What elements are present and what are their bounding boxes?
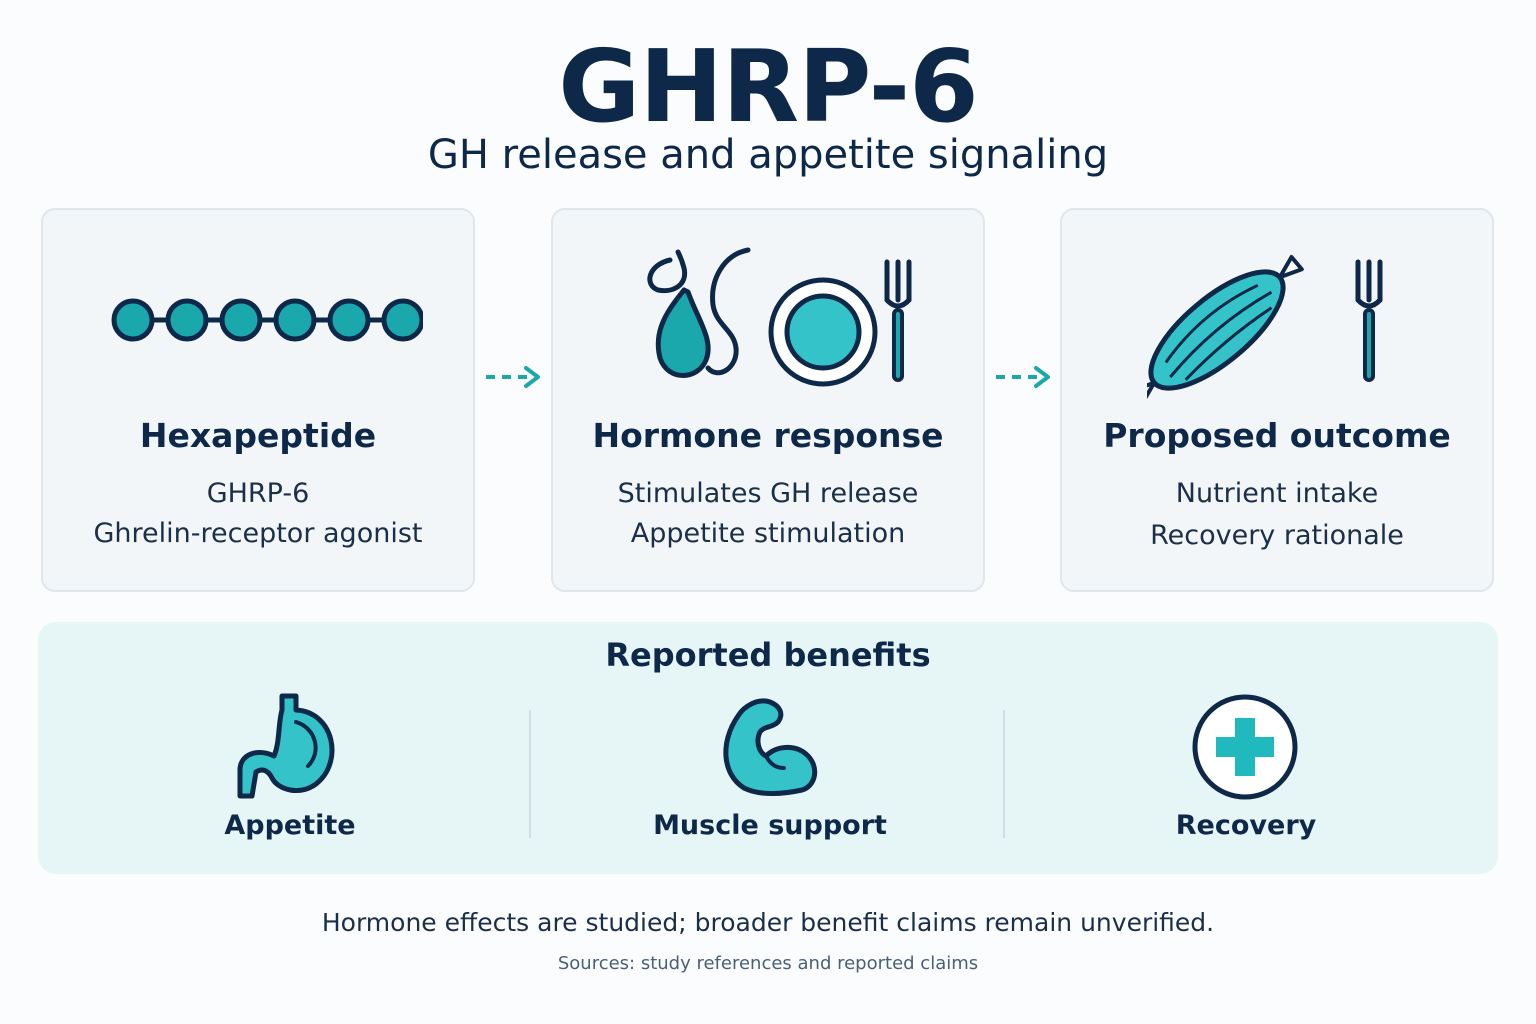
card-line: Nutrient intake bbox=[1175, 478, 1379, 509]
arrow-right-icon bbox=[994, 364, 1056, 394]
benefit-label-recovery: Recovery bbox=[1175, 810, 1317, 841]
reported-benefits-panel: Reported benefits Appetite Muscle suppor… bbox=[38, 622, 1498, 874]
page-subtitle: GH release and appetite signaling bbox=[427, 132, 1109, 178]
card-line: Recovery rationale bbox=[1150, 520, 1404, 551]
flexed-arm-icon bbox=[714, 692, 824, 806]
card-proposed-outcome: Proposed outcome Nutrient intake Recover… bbox=[1060, 208, 1494, 592]
sources-note: Sources: study references and reported c… bbox=[557, 953, 979, 974]
card-line: Stimulates GH release bbox=[617, 478, 919, 509]
card-hormone-response: Hormone response Stimulates GH release A… bbox=[551, 208, 985, 592]
benefits-title: Reported benefits bbox=[605, 636, 931, 674]
benefit-label-appetite: Appetite bbox=[224, 810, 356, 841]
card-hexapeptide: Hexapeptide GHRP-6 Ghrelin-receptor agon… bbox=[41, 208, 475, 592]
stomach-icon bbox=[234, 692, 344, 806]
divider bbox=[1003, 710, 1005, 838]
card-line: GHRP-6 bbox=[206, 478, 310, 509]
medical-cross-icon bbox=[1190, 692, 1300, 806]
muscle-fork-icon bbox=[1062, 230, 1492, 420]
benefit-label-muscle-support: Muscle support bbox=[653, 810, 887, 841]
divider bbox=[529, 710, 531, 838]
page-title: GHRP-6 bbox=[558, 28, 978, 145]
card-line: Ghrelin-receptor agonist bbox=[93, 518, 423, 549]
arrow-right-icon bbox=[484, 364, 546, 394]
card-title: Hormone response bbox=[592, 416, 944, 455]
card-line: Appetite stimulation bbox=[630, 518, 906, 549]
pituitary-plate-fork-icon bbox=[553, 230, 983, 420]
card-title: Hexapeptide bbox=[139, 416, 377, 455]
card-title: Proposed outcome bbox=[1103, 416, 1451, 455]
peptide-chain-icon bbox=[43, 230, 473, 420]
footnote: Hormone effects are studied; broader ben… bbox=[321, 908, 1215, 937]
